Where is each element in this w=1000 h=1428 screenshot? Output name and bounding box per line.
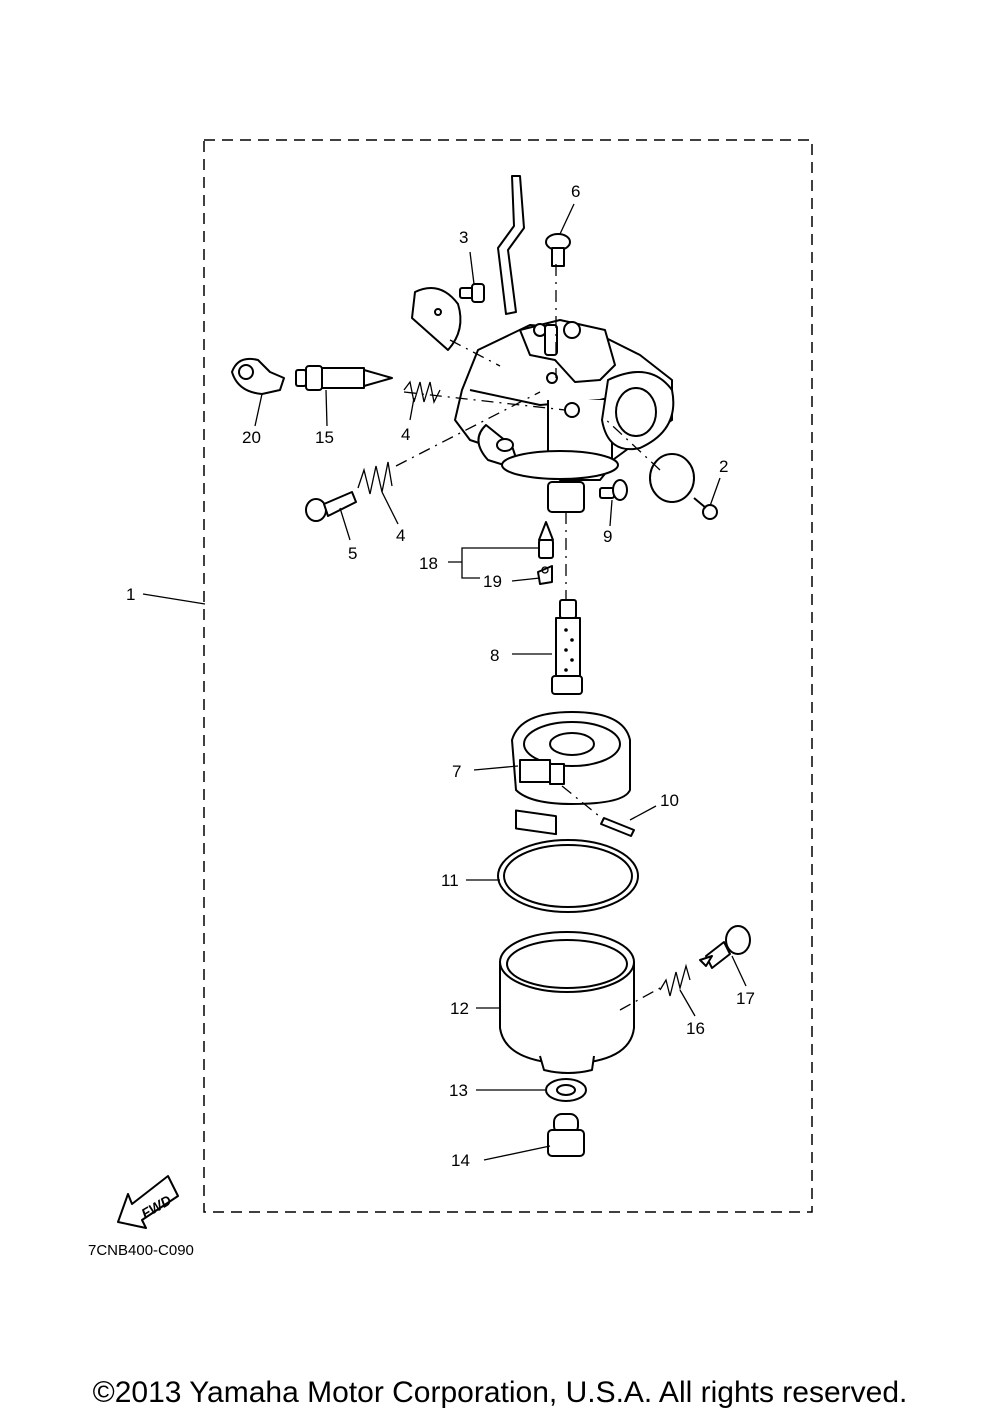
float-bowl-12 [499, 931, 635, 1074]
label-part-16: 16 [686, 1019, 705, 1038]
part-labels: 1 2 3 4 4 5 6 7 8 9 10 11 12 13 14 15 16… [126, 182, 755, 1170]
label-part-10: 10 [660, 791, 679, 810]
label-part-18: 18 [419, 554, 438, 573]
fwd-arrow-icon: FWD [117, 1175, 179, 1229]
label-part-8: 8 [490, 646, 499, 665]
pilot-screw-15 [295, 365, 393, 391]
plate-and-screw-2 [649, 453, 718, 520]
washer-13 [545, 1078, 587, 1102]
gasket-11 [497, 839, 639, 913]
choke-plate [411, 287, 462, 351]
label-part-7: 7 [452, 762, 461, 781]
label-part-6: 6 [571, 182, 580, 201]
label-part-15: 15 [315, 428, 334, 447]
spring-16 [659, 963, 691, 997]
label-part-12: 12 [450, 999, 469, 1018]
label-part-1: 1 [126, 585, 135, 604]
leader-lines [142, 203, 747, 1161]
label-part-4-upper: 4 [401, 425, 410, 444]
needle-valve-18 [538, 521, 554, 559]
clip-19 [537, 565, 553, 585]
float-pin-10 [600, 817, 635, 837]
spring-4-upper [403, 380, 441, 404]
label-part-11: 11 [441, 871, 459, 890]
label-part-4-lower: 4 [396, 526, 405, 545]
screw-5 [305, 491, 357, 522]
float-7 [511, 711, 631, 836]
label-part-13: 13 [449, 1081, 468, 1100]
spring-4-lower [357, 461, 393, 495]
label-part-2: 2 [719, 457, 728, 476]
label-part-14: 14 [451, 1151, 470, 1170]
limiter-cap-20 [231, 357, 285, 395]
copyright-notice: ©2013 Yamaha Motor Corporation, U.S.A. A… [92, 1376, 908, 1409]
alignment-lines [395, 264, 661, 1011]
drain-screw-17 [699, 925, 751, 969]
screw-9 [599, 479, 628, 501]
label-part-19: 19 [483, 572, 502, 591]
assembly-boundary [203, 139, 813, 1213]
label-part-3: 3 [459, 228, 468, 247]
label-part-20: 20 [242, 428, 261, 447]
main-jet-8 [551, 599, 583, 695]
carburetor-body [454, 175, 675, 513]
drain-bolt-14 [547, 1113, 585, 1157]
screw-3 [459, 283, 485, 303]
label-part-9: 9 [603, 527, 612, 546]
screw-6 [545, 233, 571, 267]
label-part-17: 17 [736, 989, 755, 1008]
diagram-code: 7CNB400-C090 [88, 1242, 194, 1259]
label-part-5: 5 [348, 544, 357, 563]
